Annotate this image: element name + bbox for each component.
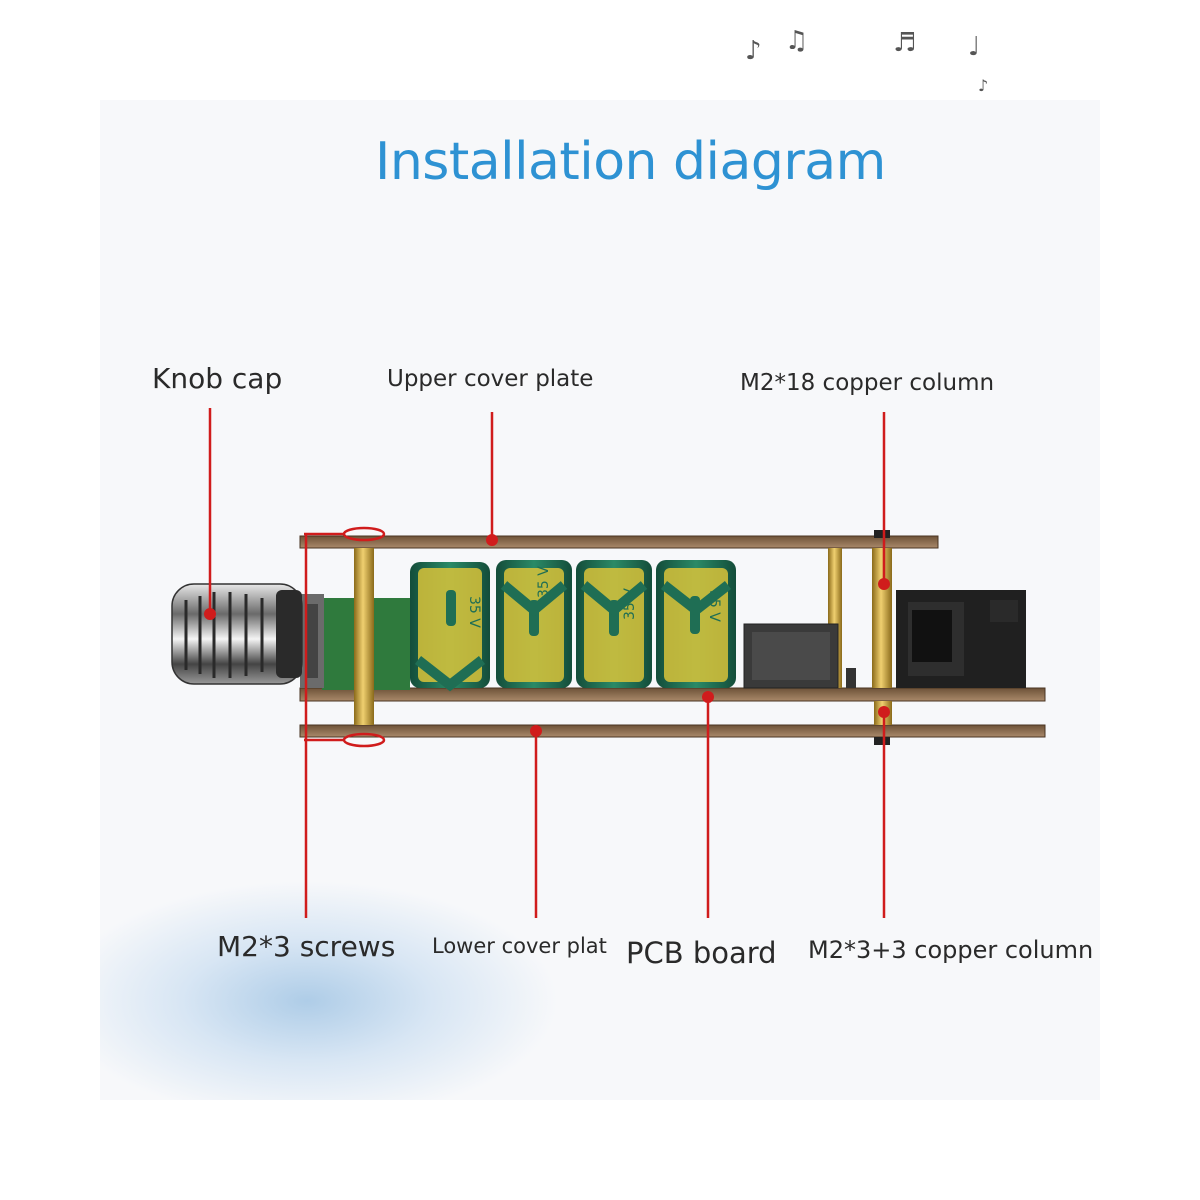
copper-column-right bbox=[872, 548, 892, 688]
knob-cap bbox=[171, 583, 303, 685]
label-pcb-board: PCB board bbox=[626, 936, 777, 970]
capacitor-marking: 35 V bbox=[622, 588, 638, 620]
small-component bbox=[846, 668, 856, 688]
callout-lines bbox=[204, 408, 890, 918]
upper-cover-plate bbox=[299, 535, 939, 549]
dc-power-jack bbox=[896, 590, 1026, 688]
label-m2-18-copper-column: M2*18 copper column bbox=[740, 370, 995, 396]
page-title: Installation diagram bbox=[375, 132, 886, 192]
capacitor-marking: 35 V bbox=[706, 590, 722, 622]
screw-head-top-right bbox=[874, 530, 890, 538]
label-lower-cover-plate: Lower cover plat bbox=[432, 934, 607, 958]
capacitor-3 bbox=[576, 560, 652, 688]
lower-cover-plate bbox=[299, 724, 1046, 738]
cloud-decoration bbox=[100, 880, 560, 1100]
capacitor-4 bbox=[656, 560, 736, 688]
capacitor-2 bbox=[496, 560, 572, 688]
copper-column-left bbox=[354, 548, 374, 725]
pcb-board bbox=[299, 687, 1046, 702]
capacitor-marking: 35 V bbox=[466, 596, 482, 628]
screw-head-bottom-right bbox=[874, 737, 890, 745]
capacitor-marking: 35 V bbox=[536, 566, 552, 598]
label-upper-cover-plate: Upper cover plate bbox=[387, 366, 594, 392]
capacitor-1 bbox=[410, 562, 490, 692]
label-knob-cap: Knob cap bbox=[152, 362, 283, 395]
label-m2-3-3-copper-column: M2*3+3 copper column bbox=[808, 936, 1094, 964]
label-m2-3-screws: M2*3 screws bbox=[217, 930, 396, 963]
